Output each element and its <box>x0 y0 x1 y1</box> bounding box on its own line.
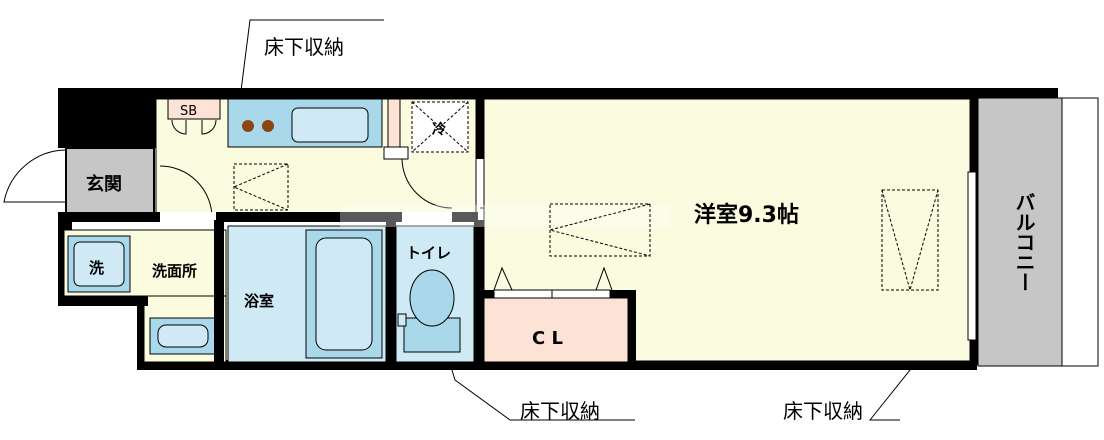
closet-doors <box>493 266 613 298</box>
closet-floor <box>483 297 629 363</box>
western-room-label: 洋室9.3帖 <box>694 202 799 228</box>
entrance-label: 玄関 <box>86 173 122 195</box>
door-gap <box>160 212 216 222</box>
underfloor-storage-room-left <box>549 203 651 257</box>
toilet-bowl <box>409 269 455 327</box>
wall-stub <box>383 146 409 160</box>
entrance-door <box>3 149 67 203</box>
underfloor-label-bottom-right: 床下収納 <box>783 399 863 423</box>
washbasin-bowl <box>157 324 209 348</box>
shoe-box-doors <box>171 119 217 135</box>
underfloor-storage-hallway <box>233 163 289 211</box>
washer-inner <box>73 241 125 287</box>
interior-wall <box>58 212 478 222</box>
balcony-floor <box>977 97 1063 367</box>
stove-burner-icon <box>262 120 274 132</box>
door-gap <box>402 212 452 222</box>
underfloor-label-top: 床下収納 <box>264 35 344 59</box>
interior-wall <box>474 220 484 370</box>
underfloor-storage-room-right <box>881 189 939 291</box>
bathtub-inner <box>315 237 373 351</box>
interior-wall <box>386 220 396 370</box>
washroom-label: 洗面所 <box>152 262 197 280</box>
interior-wall <box>476 99 484 159</box>
shoe-box <box>167 98 221 120</box>
pipe-shaft <box>387 98 401 148</box>
balcony-window[interactable] <box>967 171 977 341</box>
refrigerator-label: 冷 <box>432 121 446 138</box>
interior-wall <box>214 220 224 370</box>
stove-burner-icon <box>242 120 254 132</box>
bathroom-label: 浴室 <box>244 292 274 310</box>
toilet-label: トイレ <box>406 244 451 262</box>
interior-wall <box>628 290 636 362</box>
interior-wall <box>58 296 148 306</box>
refrigerator-cross <box>411 101 469 153</box>
shoe-box-label: SB <box>180 104 197 119</box>
kitchen-sink <box>291 107 369 143</box>
closet-label: C L <box>532 328 563 349</box>
underfloor-label-bottom-left: 床下収納 <box>520 399 600 423</box>
balcony-rail <box>1061 97 1099 367</box>
washer-label: 洗 <box>89 259 104 277</box>
watermark <box>340 205 670 227</box>
underfloor-hatch-mark <box>232 163 289 211</box>
entrance-floor <box>65 147 155 215</box>
underfloor-hatch-mark <box>548 203 651 257</box>
toilet-paper <box>397 313 407 327</box>
balcony-label: バルコニー <box>1012 192 1036 292</box>
